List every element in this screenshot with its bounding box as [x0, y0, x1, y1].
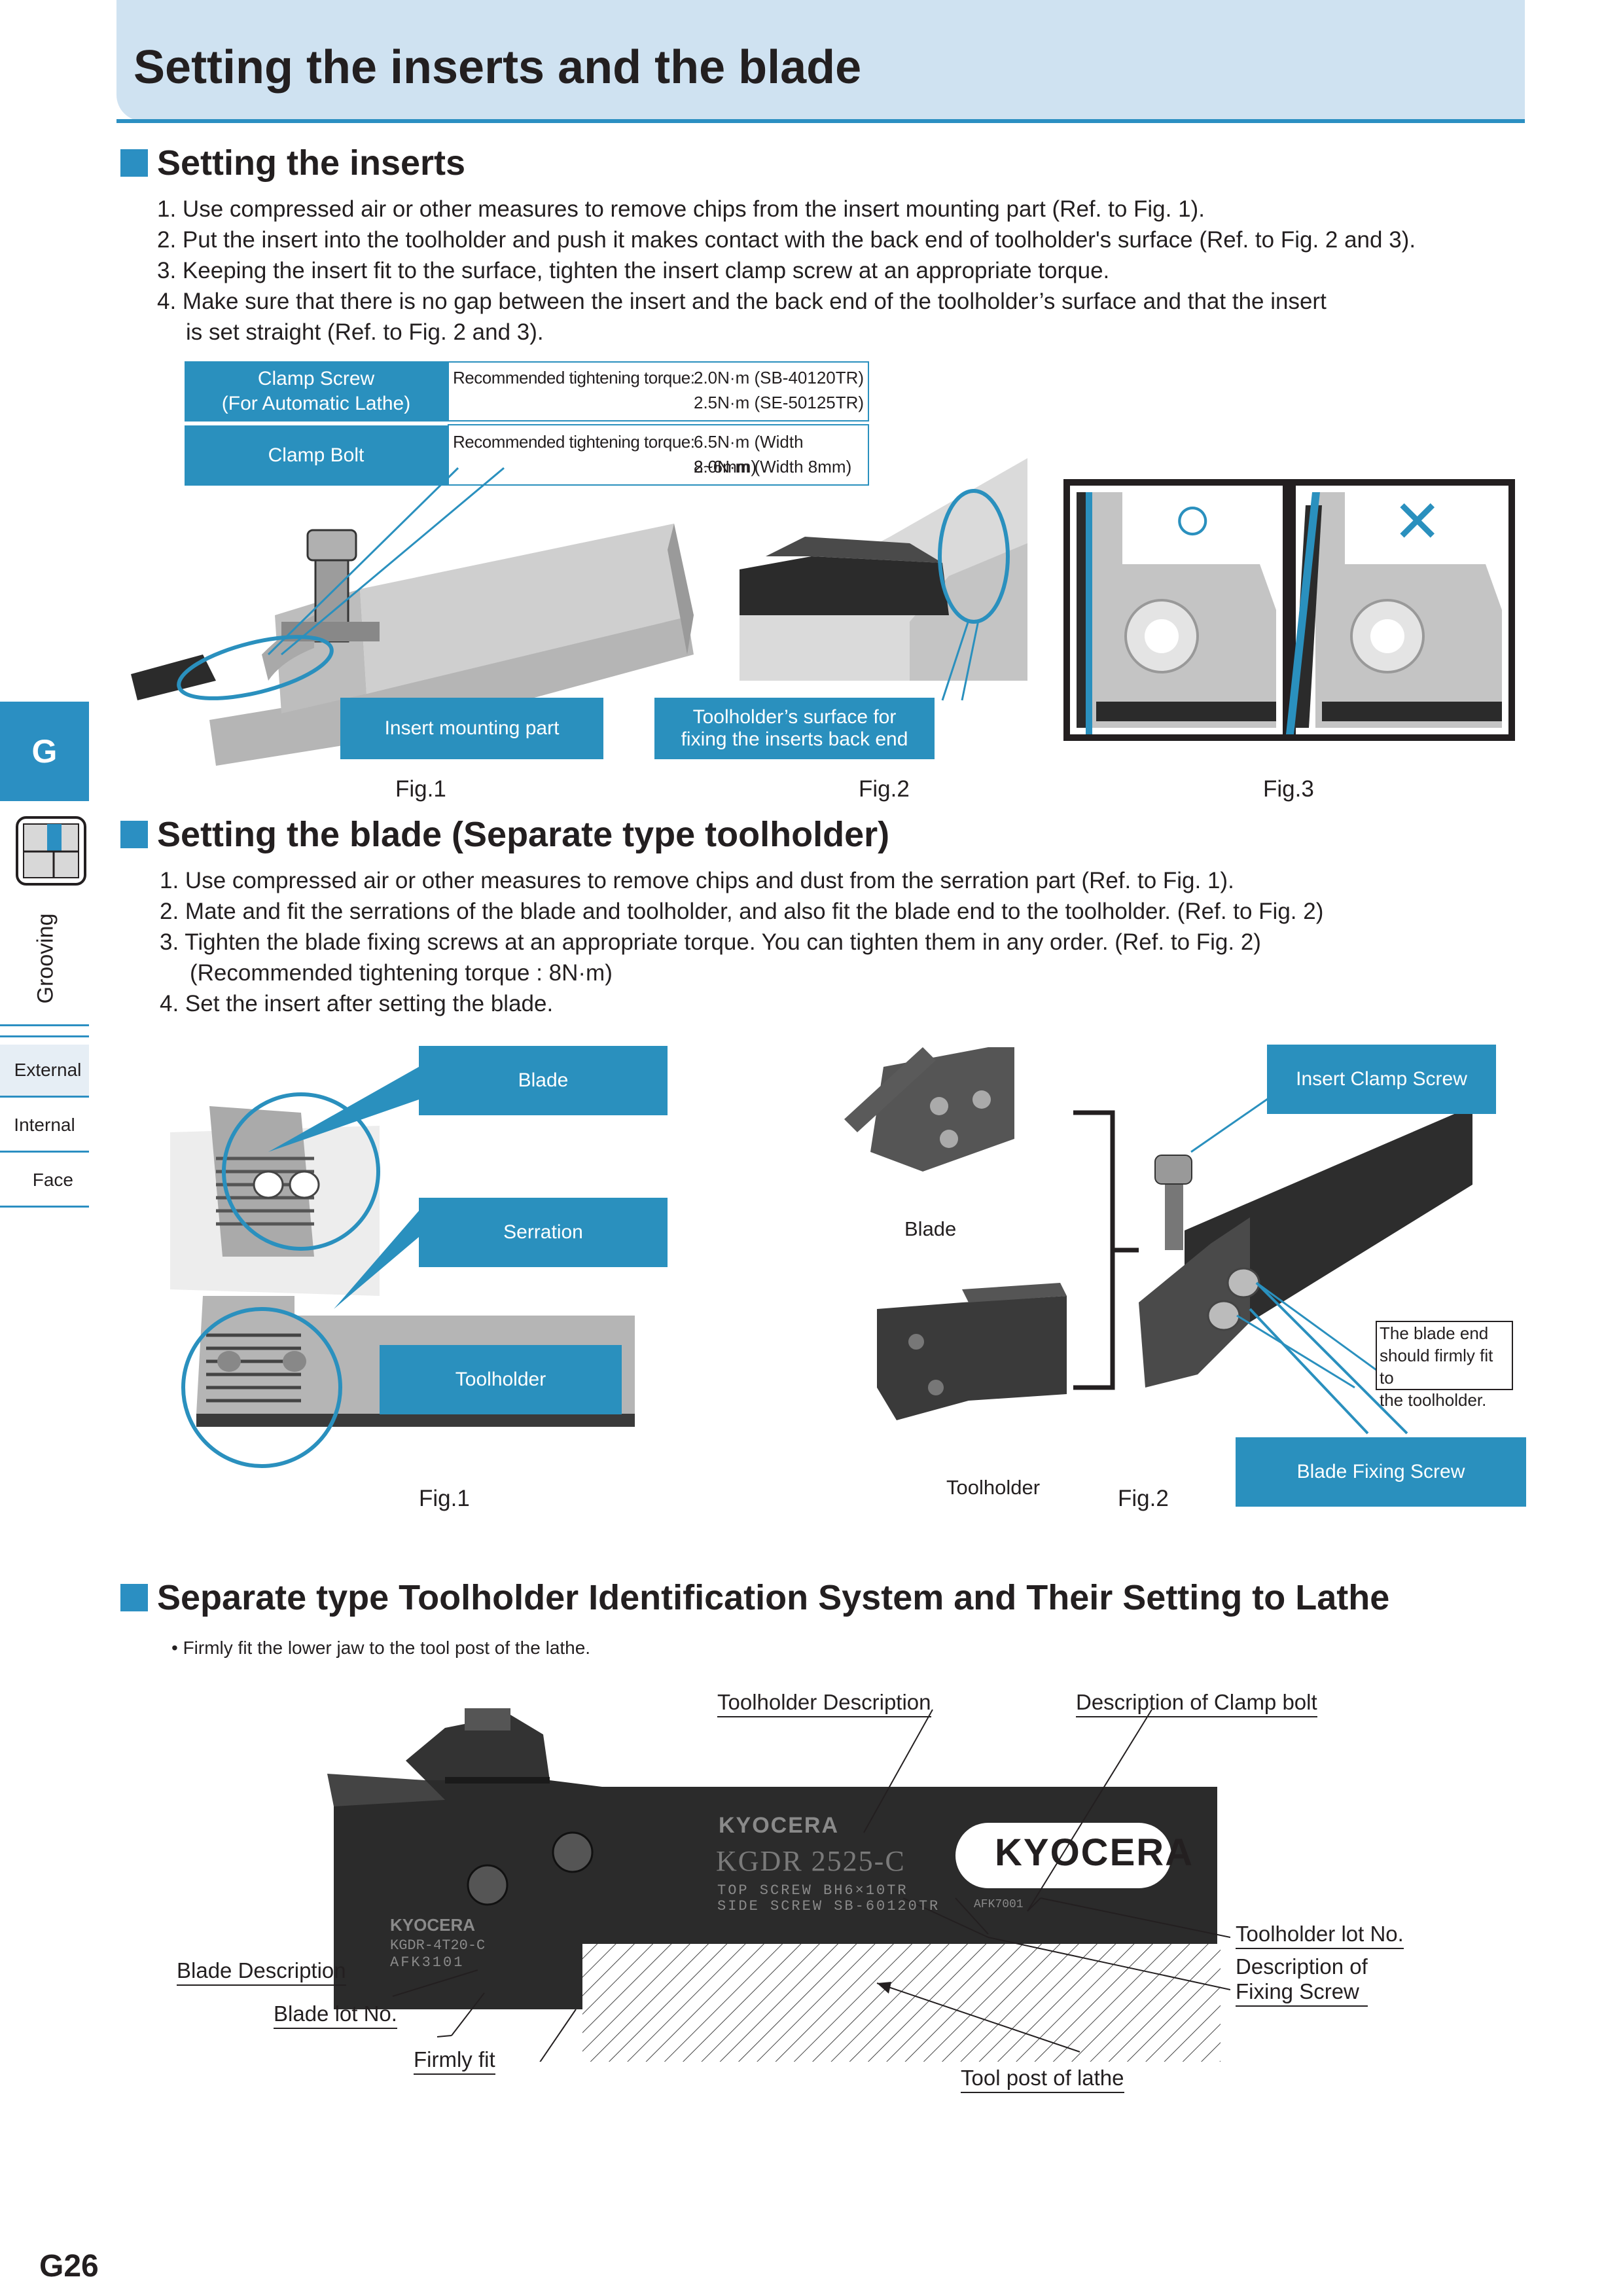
clamp-screw-torque: Recommended tightening torque: 2.0N·m (S… [448, 361, 869, 422]
heading-square-icon [120, 1584, 148, 1611]
blade-fixing-screw-label: Blade Fixing Screw [1236, 1437, 1526, 1507]
fig2-insert-seat-illustration [740, 458, 1027, 701]
sidebar-item-face[interactable]: Face [0, 1155, 89, 1208]
ok-mark-icon: ○ [1173, 482, 1213, 555]
toolholder-part-label: Toolholder [946, 1476, 1041, 1499]
section-tab-g[interactable]: G [0, 702, 89, 801]
toolholder-model-marking: KGDR 2525-C [716, 1845, 906, 1877]
blade-step-2: 2. Mate and fit the serrations of the bl… [160, 899, 1324, 924]
serration-label: Serration [419, 1198, 668, 1267]
page-number: G26 [39, 2249, 99, 2284]
toolholder-label: Toolholder [380, 1345, 622, 1414]
heading-square-icon [120, 149, 148, 177]
toolholder-screw-marking-1: TOP SCREW BH6×10TR [717, 1882, 908, 1899]
toolholder-screw-marking-2: SIDE SCREW SB-60120TR [717, 1898, 940, 1914]
blade-brand-mark: KYOCERA [390, 1915, 476, 1935]
insert-fig2-caption: Fig.2 [859, 776, 910, 802]
insert-step-1: 1. Use compressed air or other measures … [157, 196, 1205, 222]
header-rule [116, 119, 1525, 123]
insert-step-4-cont: is set straight (Ref. to Fig. 2 and 3). [186, 319, 544, 345]
toolholder-brand-mark: KYOCERA [719, 1813, 840, 1838]
kyocera-logo: KYOCERA [995, 1831, 1194, 1874]
blade-model-marking: KGDR-4T20-C [390, 1937, 486, 1954]
clamp-bolt-description-label: Description of Clamp bolt [1076, 1690, 1317, 1717]
page-title: Setting the inserts and the blade [134, 41, 862, 94]
sidebar-item-internal[interactable]: Internal [0, 1100, 89, 1153]
insert-fig3-caption: Fig.3 [1263, 776, 1314, 802]
fixing-screw-description-label: Description of Fixing Screw [1236, 1954, 1368, 2007]
tool-post-label: Tool post of lathe [961, 2066, 1124, 2093]
clamp-bolt-label: Clamp Bolt [185, 425, 448, 486]
section-heading-blade: Setting the blade (Separate type toolhol… [120, 814, 889, 855]
blade-label: Blade [419, 1046, 668, 1115]
blade-fig2-assembly-illustration [844, 1047, 1472, 1435]
blade-step-1: 1. Use compressed air or other measures … [160, 868, 1234, 893]
header-band [116, 0, 1525, 121]
blade-description-label: Blade Description [177, 1958, 346, 1986]
ng-mark-icon: ✕ [1393, 490, 1442, 555]
blade-step-4: 4. Set the insert after setting the blad… [160, 991, 554, 1016]
toolholder-lot-marking: AFK7001 [974, 1898, 1024, 1911]
insert-mounting-part-label: Insert mounting part [340, 698, 603, 759]
sidebar-item-external[interactable]: External [0, 1045, 89, 1098]
blade-step-3: 3. Tighten the blade fixing screws at an… [160, 929, 1261, 955]
blade-step-3-torque: (Recommended tightening torque : 8N·m) [190, 960, 613, 986]
blade-fig1-caption: Fig.1 [419, 1486, 470, 1511]
blade-fig1-serration-illustration [170, 1067, 635, 1468]
fig1-insert-toolholder-illustration [131, 467, 694, 766]
fig3-correct-incorrect-comparison [1063, 479, 1515, 741]
section-heading-inserts: Setting the inserts [120, 143, 465, 183]
insert-step-2: 2. Put the insert into the toolholder an… [157, 227, 1416, 253]
toolholder-lot-label: Toolholder lot No. [1236, 1922, 1404, 1949]
firmly-fit-label: Firmly fit [414, 2047, 495, 2075]
insert-step-4: 4. Make sure that there is no gap betwee… [157, 289, 1327, 314]
blade-end-note: The blade end should firmly fit to the t… [1376, 1321, 1513, 1410]
toolholder-description-label: Toolholder Description [717, 1690, 931, 1717]
blade-lot-marking: AFK3101 [390, 1954, 465, 1971]
ident-bullet-note: • Firmly fit the lower jaw to the tool p… [171, 1638, 591, 1658]
heading-square-icon [120, 821, 148, 848]
blade-lot-label: Blade lot No. [274, 2001, 397, 2029]
sidebar-category: Grooving [33, 913, 58, 1004]
insert-step-3: 3. Keeping the insert fit to the surface… [157, 258, 1110, 283]
grooving-icon [14, 815, 88, 887]
insert-fig1-caption: Fig.1 [395, 776, 446, 802]
section-heading-identification: Separate type Toolholder Identification … [120, 1577, 1389, 1618]
clamp-screw-label: Clamp Screw (For Automatic Lathe) [185, 361, 448, 422]
clamp-bolt-torque: Recommended tightening torque: 6.5N·m (W… [448, 424, 869, 486]
toolholder-surface-label: Toolholder’s surface for fixing the inse… [654, 698, 935, 759]
blade-fig2-caption: Fig.2 [1118, 1486, 1169, 1511]
insert-clamp-screw-label: Insert Clamp Screw [1267, 1045, 1496, 1114]
sidebar-divider [0, 1024, 89, 1037]
blade-part-label: Blade [904, 1217, 957, 1240]
toolholder-identification-illustration [327, 1708, 1230, 2062]
